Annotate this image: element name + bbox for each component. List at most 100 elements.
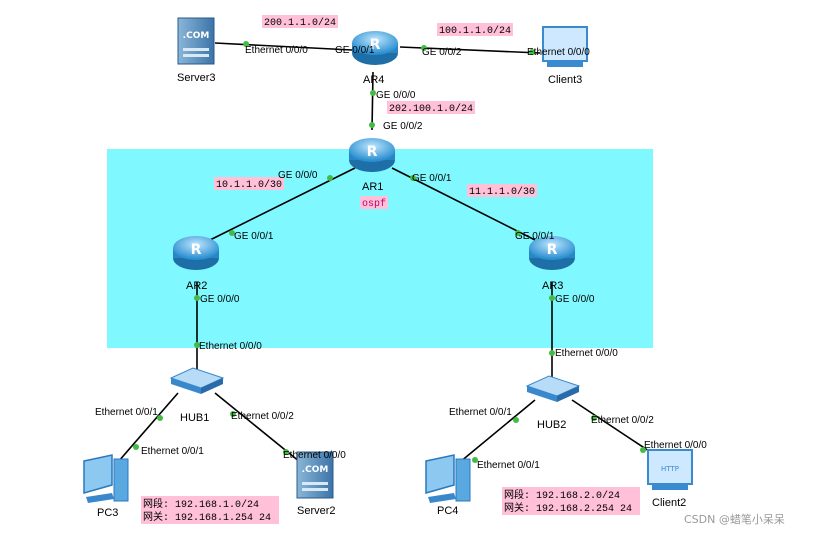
port-label: GE 0/0/2 bbox=[383, 121, 423, 132]
server-icon[interactable]: .COM bbox=[296, 451, 334, 499]
port-dot bbox=[243, 41, 249, 47]
client-screen bbox=[542, 26, 588, 62]
pc-keyboard bbox=[86, 493, 114, 503]
subnet-label-bg bbox=[214, 177, 284, 190]
pc-tower bbox=[113, 458, 129, 502]
router-r-glyph: R bbox=[367, 144, 378, 160]
port-dot bbox=[283, 449, 289, 455]
port-label: Ethernet 0/0/0 bbox=[283, 450, 346, 461]
device-name-ar1: AR1 bbox=[362, 181, 383, 193]
port-dot bbox=[549, 295, 555, 301]
port-label: Ethernet 0/0/0 bbox=[555, 348, 618, 359]
router-icon[interactable]: R bbox=[352, 31, 398, 65]
link-server3-ar4 bbox=[214, 42, 353, 51]
router-icon[interactable]: R bbox=[529, 236, 575, 270]
port-label: Ethernet 0/0/2 bbox=[591, 415, 654, 426]
pc-monitor bbox=[425, 454, 455, 494]
link-hub2-pc4 bbox=[459, 399, 536, 463]
hub-side bbox=[201, 378, 223, 394]
link-hub1-pc3 bbox=[117, 392, 179, 463]
router-icon[interactable]: R bbox=[173, 236, 219, 270]
note-left-gateway: 网关: 192.168.1.254 24 bbox=[143, 510, 271, 524]
subnet-label-bg bbox=[467, 184, 537, 197]
device-name-hub1: HUB1 bbox=[180, 412, 209, 424]
device-name-server2: Server2 bbox=[297, 505, 336, 517]
subnet-200: 200.1.1.0/24 bbox=[264, 17, 336, 29]
server-body bbox=[177, 17, 215, 65]
server-slot bbox=[302, 482, 328, 485]
port-dot bbox=[591, 415, 597, 421]
client-base bbox=[652, 484, 688, 490]
port-label: GE 0/0/0 bbox=[376, 90, 416, 101]
router-top bbox=[173, 236, 219, 260]
hub-icon[interactable] bbox=[169, 367, 225, 394]
watermark: CSDN @蜡笔小呆呆 bbox=[684, 512, 785, 526]
pc-keyboard bbox=[428, 493, 456, 503]
device-name-pc3: PC3 bbox=[97, 507, 118, 519]
port-dot bbox=[421, 45, 427, 51]
port-label: GE 0/0/1 bbox=[234, 231, 274, 242]
link-ar4-client3 bbox=[399, 46, 541, 54]
port-label: GE 0/0/2 bbox=[422, 47, 462, 58]
client-icon[interactable]: HTTP bbox=[647, 449, 693, 490]
subnet-11: 11.1.1.0/30 bbox=[469, 186, 535, 198]
router-top bbox=[349, 138, 395, 162]
subnet-100: 100.1.1.0/24 bbox=[439, 25, 511, 37]
port-label: GE 0/0/0 bbox=[555, 294, 595, 305]
subnet-label-bg bbox=[437, 23, 513, 36]
port-dot bbox=[513, 417, 519, 423]
pc-icon[interactable] bbox=[83, 454, 129, 503]
hub-front bbox=[171, 378, 201, 394]
com-label: .COM bbox=[302, 465, 329, 475]
router-icon[interactable]: R bbox=[349, 138, 395, 172]
device-name-pc4: PC4 bbox=[437, 505, 458, 517]
router-r-glyph: R bbox=[370, 37, 381, 53]
server-slot bbox=[302, 488, 328, 491]
port-label: GE 0/0/1 bbox=[335, 45, 375, 56]
port-dot bbox=[370, 90, 376, 96]
server-slot bbox=[183, 54, 209, 57]
link-ar4-ar1 bbox=[371, 71, 374, 131]
note-left-subnet: 网段: 192.168.1.0/24 bbox=[143, 497, 259, 511]
client-base bbox=[547, 61, 583, 67]
port-label: GE 0/0/0 bbox=[200, 294, 240, 305]
port-dot bbox=[157, 415, 163, 421]
port-label: Ethernet 0/0/1 bbox=[95, 407, 158, 418]
device-name-client2: Client2 bbox=[652, 497, 686, 509]
hub-icon[interactable] bbox=[525, 375, 581, 402]
device-name-hub2: HUB2 bbox=[537, 419, 566, 431]
subnet-10: 10.1.1.0/30 bbox=[216, 179, 282, 191]
subnet-label-bg bbox=[387, 101, 475, 114]
port-dot bbox=[194, 295, 200, 301]
port-label: Ethernet 0/0/1 bbox=[449, 407, 512, 418]
hub-side bbox=[557, 386, 579, 402]
http-label: HTTP bbox=[661, 465, 679, 473]
port-label: Ethernet 0/0/0 bbox=[527, 47, 590, 58]
port-dot bbox=[133, 444, 139, 450]
area-label-bg bbox=[360, 196, 388, 209]
port-dot bbox=[640, 447, 646, 453]
ospf-area-label: ospf bbox=[362, 198, 386, 210]
port-label: Ethernet 0/0/1 bbox=[477, 460, 540, 471]
client-icon[interactable] bbox=[542, 26, 588, 67]
device-name-client3: Client3 bbox=[548, 74, 582, 86]
port-label: GE 0/0/1 bbox=[412, 173, 452, 184]
server-icon[interactable]: .COM bbox=[177, 17, 215, 65]
link-ar1-ar3 bbox=[391, 167, 536, 241]
subnet-label-bg bbox=[262, 15, 338, 28]
port-label: GE 0/0/0 bbox=[278, 170, 318, 181]
port-label: Ethernet 0/0/2 bbox=[231, 411, 294, 422]
port-dot bbox=[327, 175, 333, 181]
device-name-ar4: AR4 bbox=[363, 74, 384, 86]
port-dot bbox=[515, 230, 521, 236]
port-dot bbox=[230, 411, 236, 417]
pc-icon[interactable] bbox=[425, 454, 471, 503]
port-dot bbox=[472, 457, 478, 463]
pc-monitor bbox=[83, 454, 113, 494]
note-bg-left bbox=[141, 496, 279, 524]
port-label: Ethernet 0/0/0 bbox=[199, 341, 262, 352]
port-dot bbox=[229, 230, 235, 236]
link-hub2-client2 bbox=[571, 399, 656, 456]
